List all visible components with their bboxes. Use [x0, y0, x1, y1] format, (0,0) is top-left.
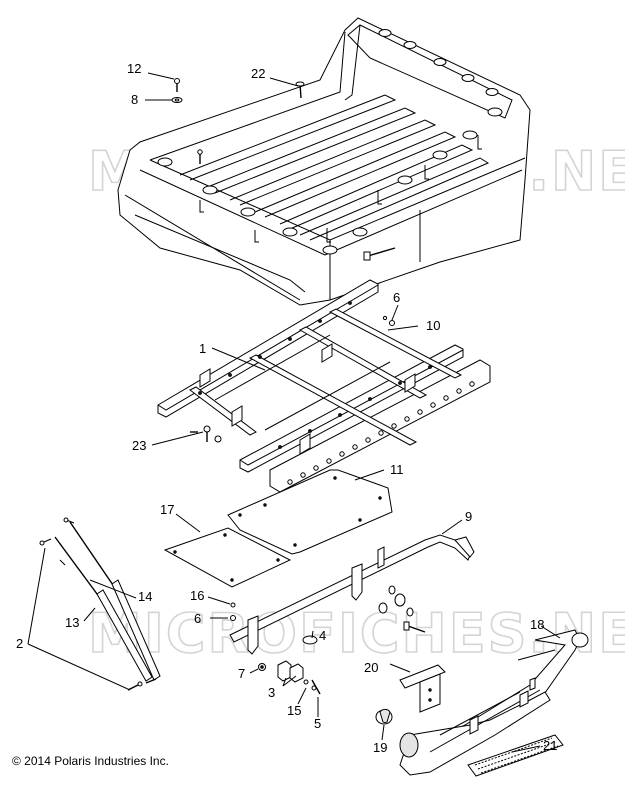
callout-11: 11: [390, 462, 404, 477]
pin-2: [127, 678, 157, 691]
callout-22: 22: [251, 66, 265, 81]
bumper-mount-20: [399, 664, 446, 713]
gas-strut-14: [63, 517, 161, 681]
floor-panel-11: [227, 469, 393, 555]
gas-strut-13: [39, 536, 153, 682]
grille-plate-21: [467, 734, 564, 777]
callout-5: 5: [314, 716, 321, 731]
cargo-box: [117, 17, 531, 306]
washer-8: [171, 97, 183, 103]
fastener-12: [174, 78, 180, 92]
callout-21: 21: [543, 738, 557, 753]
callout-19: 19: [373, 740, 387, 755]
callout-20: 20: [364, 660, 378, 675]
callout-10: 10: [426, 318, 440, 333]
callout-labels: 12 8 22 6 10 1 23 11 9 17 14 13 2 16 6 4…: [16, 61, 557, 755]
box-frame: [157, 247, 491, 493]
floor-panel-17: [163, 527, 292, 588]
rear-bumper: [399, 629, 589, 776]
callout-17: 17: [160, 502, 174, 517]
tailgate-support-bar: [229, 534, 475, 655]
callout-2: 2: [16, 636, 23, 651]
pin-22: [295, 81, 305, 99]
callout-1: 1: [199, 341, 206, 356]
callout-14: 14: [138, 589, 152, 604]
callout-7: 7: [238, 666, 245, 681]
callout-16: 16: [190, 588, 204, 603]
callout-6-top: 6: [393, 290, 400, 305]
callout-8: 8: [131, 92, 138, 107]
copyright-notice: © 2014 Polaris Industries Inc.: [12, 754, 169, 768]
callout-4: 4: [319, 628, 326, 643]
callout-12: 12: [127, 61, 141, 76]
callout-15: 15: [287, 703, 301, 718]
leader-lines: [27, 72, 561, 753]
callout-13: 13: [65, 615, 79, 630]
callout-6-bottom: 6: [194, 611, 201, 626]
callout-23: 23: [132, 438, 146, 453]
callout-3: 3: [268, 685, 275, 700]
callout-9: 9: [465, 509, 472, 524]
callout-18: 18: [530, 617, 544, 632]
watermark-bottom: MICROFICHES.NET: [88, 602, 625, 665]
cap-19: [375, 708, 393, 725]
